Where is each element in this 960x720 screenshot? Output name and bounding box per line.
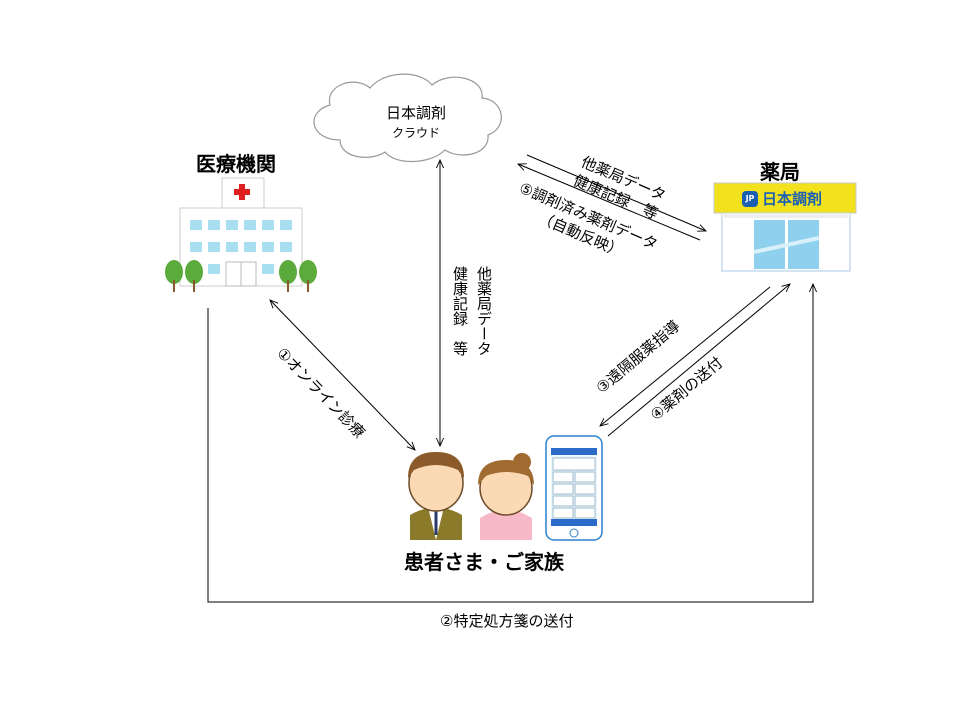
patients-title: 患者さま・ご家族	[404, 550, 564, 574]
cloud-patient-label-col2: 健康記録 等	[451, 266, 469, 356]
cloud-label-line1: 日本調剤	[386, 104, 447, 122]
pharmacy-title: 薬局	[760, 160, 800, 184]
remote-guidance-arrow	[600, 286, 771, 426]
delivery-arrow	[607, 284, 790, 437]
hospital-building	[165, 177, 317, 292]
cross-icon	[234, 184, 250, 200]
data-to-pharmacy-arrow	[526, 154, 706, 231]
smartphone-illustration	[545, 435, 603, 541]
tree-icons	[165, 260, 317, 284]
cloud-label-line2: クラウド	[392, 126, 441, 140]
pharmacy-sign: JP 日本調剤	[742, 188, 822, 209]
hospital-title: 医療機関	[196, 152, 276, 176]
pharmacy-sign-text: 日本調剤	[762, 190, 823, 208]
pharmacy-building	[713, 182, 857, 272]
prescription-label: ②特定処方箋の送付	[440, 612, 574, 630]
cloud-shape	[313, 73, 502, 163]
patients-illustration	[408, 452, 534, 540]
jp-logo-icon: JP	[742, 190, 758, 207]
prescription-arrow	[207, 284, 813, 603]
data-to-cloud-arrow	[518, 164, 701, 241]
online-consult-arrow	[270, 300, 415, 450]
cloud-patient-label-col1: 他薬局データ	[475, 266, 493, 356]
